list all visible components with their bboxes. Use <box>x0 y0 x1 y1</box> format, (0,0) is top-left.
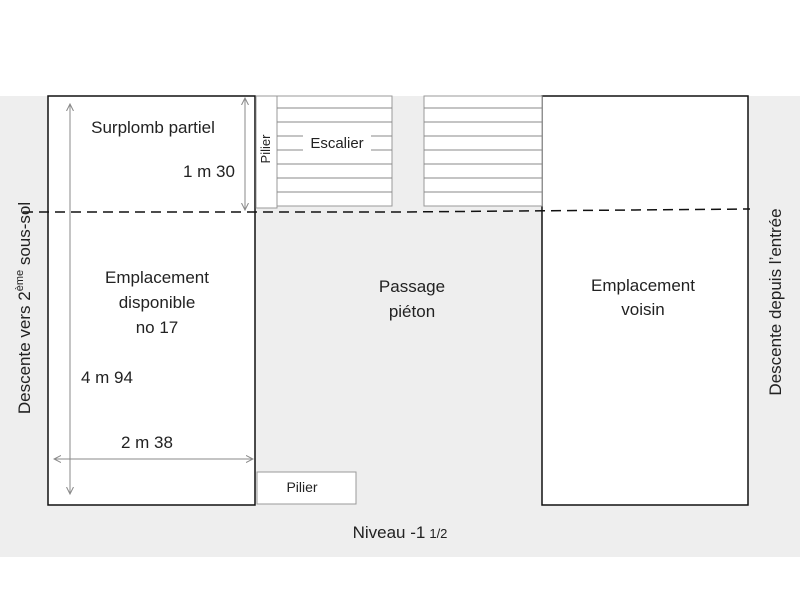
overhang-dashed-line <box>23 208 751 213</box>
neighbor-label-1: Emplacement <box>591 276 695 295</box>
left-side-a: Descente vers 2 <box>15 291 34 414</box>
neighbor-space <box>541 95 749 506</box>
neighbor-label-2: voisin <box>621 300 664 319</box>
walkway-label-2: piéton <box>389 302 435 321</box>
space17-label-3: no 17 <box>136 318 179 337</box>
space17-label-2: disponible <box>119 293 196 312</box>
pillar-bottom <box>256 471 357 505</box>
stairs-left <box>276 95 393 207</box>
overhang-label: Surplomb partiel <box>91 118 215 137</box>
right-side-label: Descente depuis l’entrée <box>766 208 785 395</box>
level-main: Niveau -1 <box>353 523 426 542</box>
stairs-right <box>423 95 543 207</box>
pillar-top-label: Pilier <box>258 134 273 164</box>
left-side-sup: ème <box>14 270 26 291</box>
level-fraction: 1/2 <box>429 526 447 541</box>
stairs-label: Escalier <box>310 135 363 152</box>
pillar-bottom-label: Pilier <box>286 479 317 495</box>
left-side-b: sous-sol <box>15 202 34 270</box>
space17-label-1: Emplacement <box>105 268 209 287</box>
length-label: 4 m 94 <box>81 368 133 387</box>
width-label: 2 m 38 <box>121 433 173 452</box>
overhang-height-label: 1 m 30 <box>183 162 235 181</box>
left-side-label: Descente vers 2ème sous-sol <box>14 202 34 414</box>
walkway-label-1: Passage <box>379 277 445 296</box>
space-17 <box>47 95 256 506</box>
